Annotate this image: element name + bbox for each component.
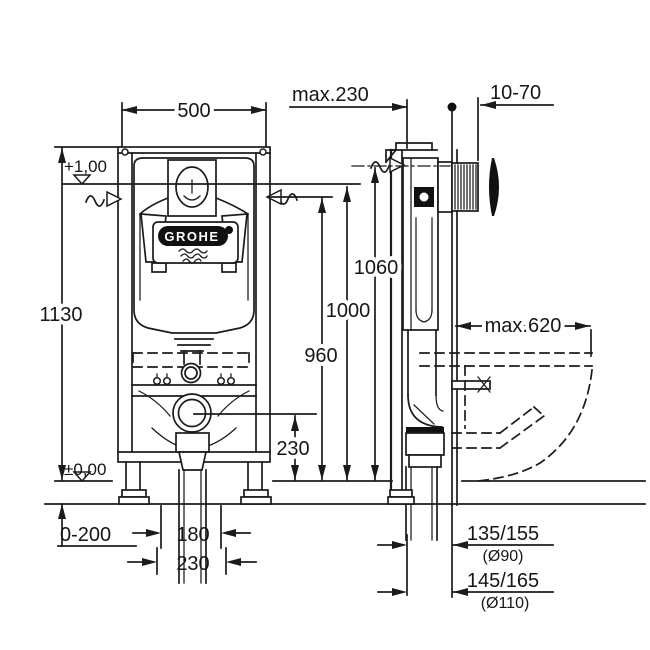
dim-height-960: 960 <box>300 197 342 481</box>
dim-height-1000: 1000 <box>322 186 374 481</box>
svg-text:1000: 1000 <box>326 300 371 322</box>
bolt-hole-icon <box>216 376 226 386</box>
svg-text:180: 180 <box>176 524 209 546</box>
svg-text:(Ø90): (Ø90) <box>483 548 524 565</box>
corner-screw-icon <box>121 148 129 156</box>
svg-text:max.230: max.230 <box>292 84 369 106</box>
squiggle-icon <box>84 195 106 207</box>
svg-text:135/155: 135/155 <box>467 523 539 545</box>
bolt-hole-icon <box>226 376 236 386</box>
dim-max620: max.620 <box>455 311 592 357</box>
squiggle-icon <box>369 161 391 173</box>
dim-drain-110: 145/165 (Ø110) <box>377 570 554 612</box>
wall-arrow-icon <box>106 190 123 208</box>
svg-text:max.620: max.620 <box>485 315 562 337</box>
svg-text:+1,00: +1,00 <box>64 157 107 176</box>
frame-legs <box>118 461 272 505</box>
svg-text:±0,00: ±0,00 <box>64 460 106 479</box>
svg-text:230: 230 <box>176 553 209 575</box>
push-button-icon <box>489 158 499 216</box>
svg-text:500: 500 <box>177 100 210 122</box>
side-view <box>384 111 593 541</box>
dim-max230: max.230 <box>289 84 408 149</box>
outlet-connector <box>175 432 210 453</box>
svg-text:1130: 1130 <box>39 304 82 326</box>
level-triangle-icon <box>72 174 92 186</box>
svg-text:(Ø110): (Ø110) <box>481 595 530 612</box>
flush-actuator-side <box>414 158 499 216</box>
dim-width-500: 500 <box>121 96 267 147</box>
dim-drain-90: 135/155 (Ø90) <box>377 523 554 565</box>
level-mark-top: +1,00 <box>61 157 361 186</box>
level-mark-floor: ±0,00 <box>64 460 106 483</box>
bolt-hole-icon <box>152 376 162 386</box>
level-triangle-icon <box>72 471 92 483</box>
cistern-side <box>402 157 439 331</box>
corner-screw-icon <box>259 148 267 156</box>
pan-outline-front <box>132 352 250 368</box>
dim-floor-range: 0-200 <box>57 503 137 547</box>
pan-outline-side <box>419 352 593 482</box>
dim-height-1060: 1060 <box>350 167 402 481</box>
dim-width-230: 230 <box>127 547 257 575</box>
dim-height-1130: 1130 <box>35 146 119 481</box>
dimensions: 500 1130 +1,00 ±0,00 <box>35 82 592 612</box>
logo-text: GROHE <box>164 229 219 244</box>
brand-logo: GROHE <box>152 221 239 264</box>
dim-height-230: 230 <box>272 415 314 481</box>
svg-text:1060: 1060 <box>354 257 399 279</box>
waste-pipe-front <box>178 469 207 584</box>
wall-bracket <box>384 142 438 164</box>
svg-text:145/165: 145/165 <box>467 570 539 592</box>
flush-actuator-front <box>167 159 217 217</box>
wave-icon <box>178 248 208 264</box>
registered-mark-icon <box>225 226 233 234</box>
svg-text:230: 230 <box>276 438 309 460</box>
wall-arrow-icon <box>389 156 406 174</box>
dim-width-180: 180 <box>132 505 251 549</box>
front-view: GROHE <box>117 146 272 584</box>
svg-text:10-70: 10-70 <box>490 82 541 104</box>
bolt-hole-icon <box>162 376 172 386</box>
svg-text:0-200: 0-200 <box>60 524 111 546</box>
reference-dot-icon <box>447 102 457 112</box>
pan-fixing-rod <box>451 376 491 393</box>
dim-10-70: 10-70 <box>447 82 554 161</box>
svg-text:960: 960 <box>304 345 337 367</box>
finished-wall-lines <box>451 111 458 506</box>
outlet-elbow-side <box>405 329 445 541</box>
